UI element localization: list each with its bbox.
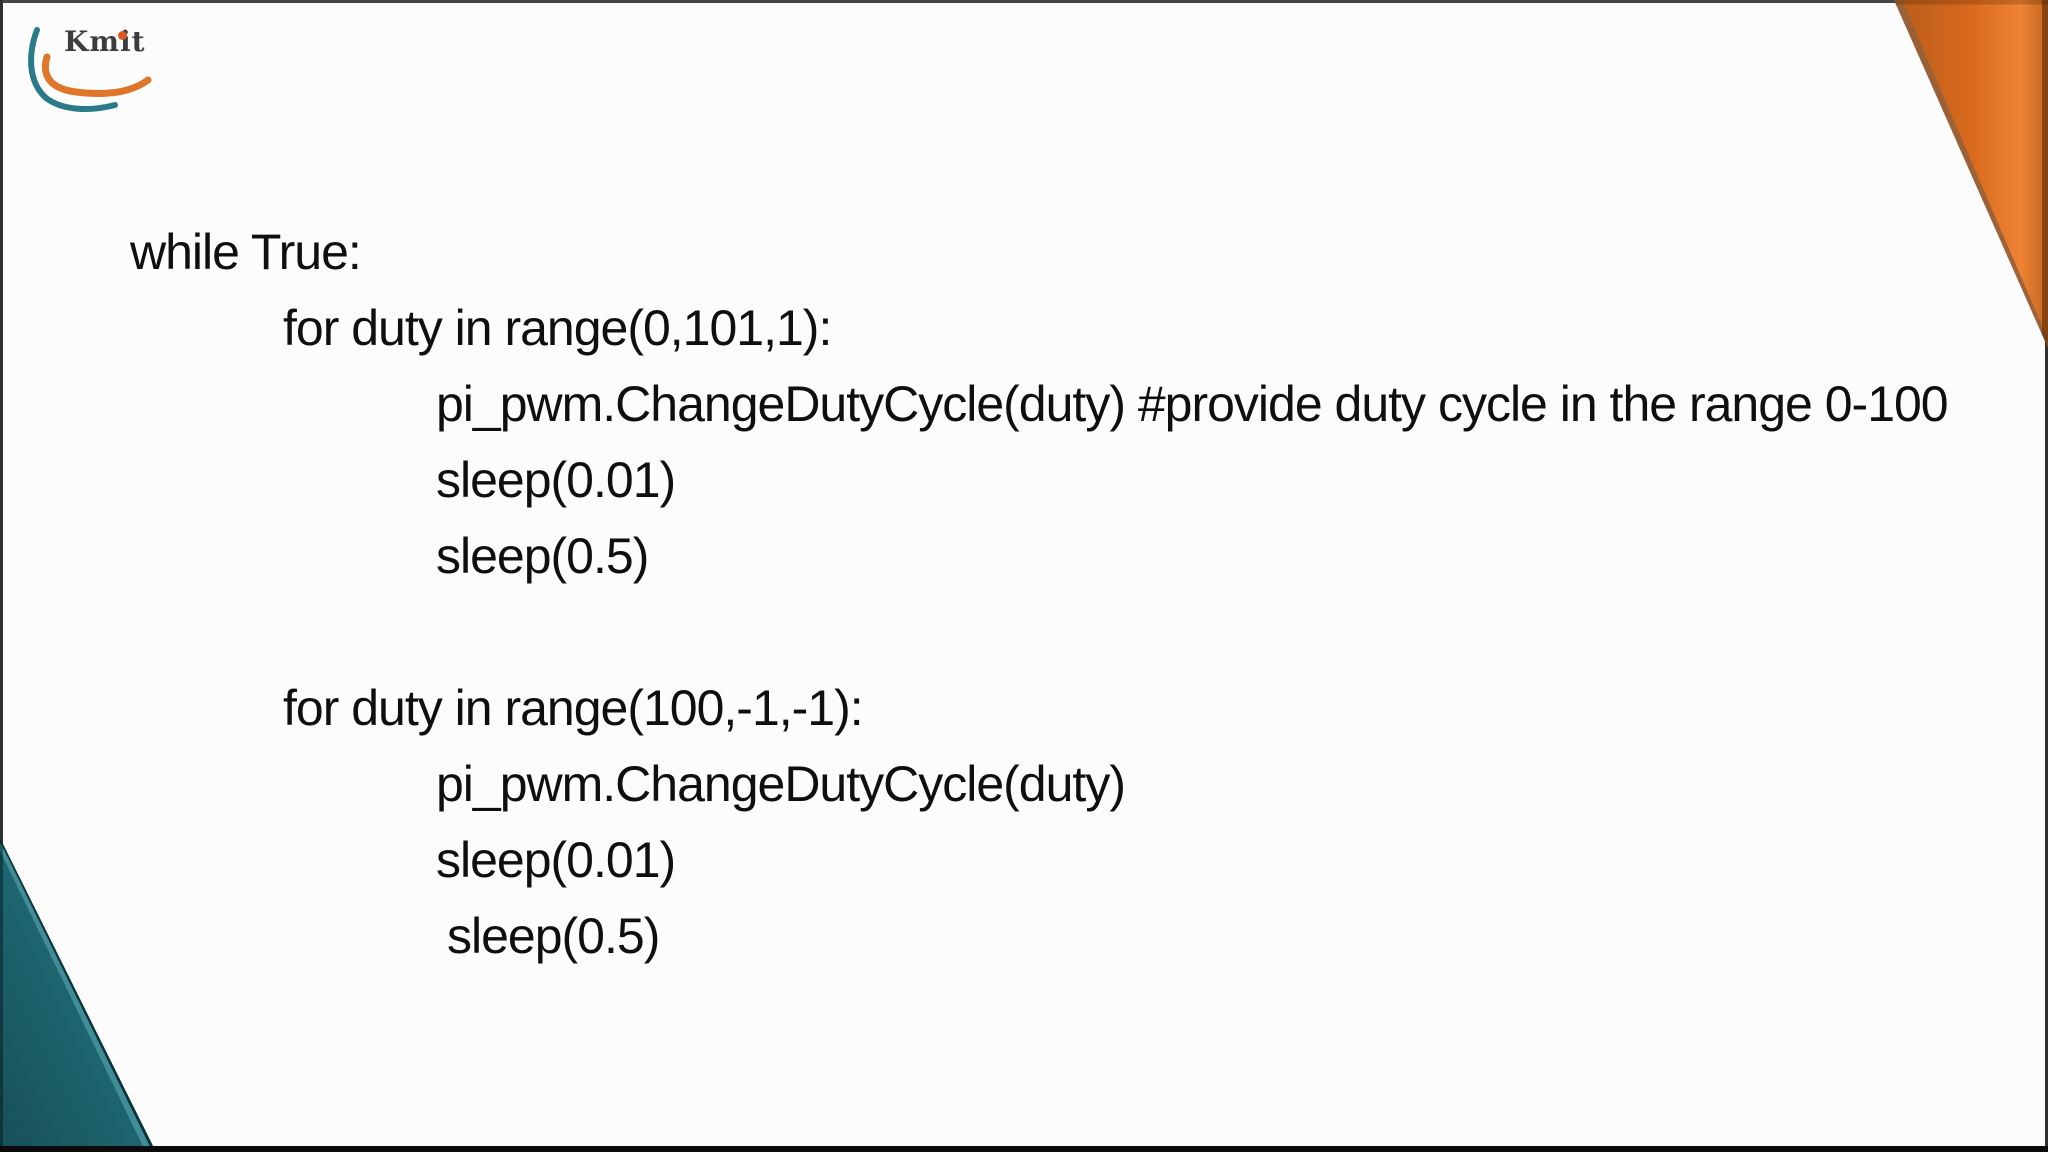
code-line: sleep(0.01) bbox=[436, 452, 676, 508]
code-line: for duty in range(0,101,1): bbox=[283, 300, 832, 356]
code-line: sleep(0.01) bbox=[436, 832, 676, 888]
slide-left-border bbox=[0, 0, 3, 1152]
corner-triangle-top-right bbox=[1894, 0, 2048, 348]
logo-teal-arc bbox=[28, 27, 118, 112]
slide-top-border bbox=[0, 0, 2048, 3]
kmit-logo-arcs-icon bbox=[28, 27, 152, 112]
kmit-logo: Kmit bbox=[26, 20, 176, 125]
code-block: while True: for duty in range(0,101,1): pi… bbox=[0, 214, 2048, 974]
code-line: while True: bbox=[130, 224, 362, 280]
code-line: pi_pwm.ChangeDutyCycle(duty) #provide du… bbox=[436, 376, 1949, 432]
code-line bbox=[0, 594, 2048, 670]
logo-i-dot bbox=[118, 31, 127, 40]
code-line: sleep(0.5) bbox=[436, 528, 649, 584]
code-line: sleep(0.5) bbox=[447, 908, 660, 964]
corner-triangle-bottom-left bbox=[0, 838, 156, 1152]
logo-text: Kmit bbox=[64, 25, 146, 58]
code-line: for duty in range(100,-1,-1): bbox=[283, 680, 864, 736]
logo-orange-arc bbox=[42, 53, 152, 97]
slide-right-border bbox=[2045, 0, 2048, 1152]
code-line: pi_pwm.ChangeDutyCycle(duty) bbox=[436, 756, 1126, 812]
slide-bottom-bar bbox=[0, 1146, 2048, 1152]
